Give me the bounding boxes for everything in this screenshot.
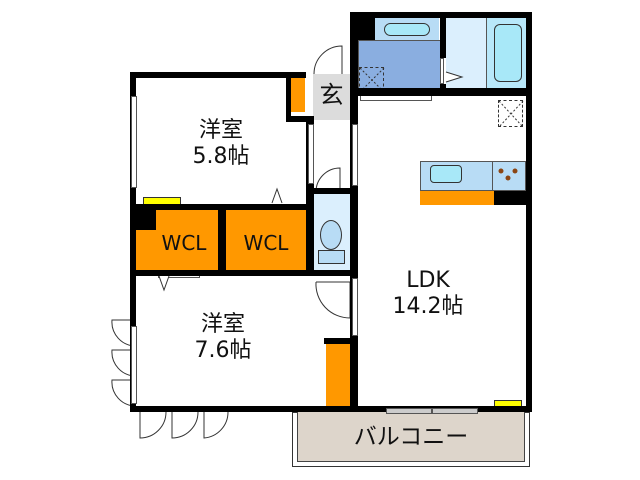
wall	[440, 12, 446, 58]
wall	[286, 116, 314, 122]
room-size: 5.8帖	[192, 144, 250, 169]
wall	[286, 72, 306, 78]
toilet-tank-icon	[318, 250, 345, 264]
room2-window-doors-icon[interactable]	[139, 410, 240, 442]
fridge-space-icon	[498, 100, 524, 128]
room1-door-swing-icon	[271, 187, 283, 204]
bathroom-door-swing-icon	[445, 71, 464, 83]
wall	[324, 338, 350, 344]
wall	[350, 88, 532, 96]
ldk-sliding-window[interactable]	[386, 408, 432, 414]
wall	[130, 72, 136, 412]
wall	[494, 191, 526, 205]
room2-door-swing-icon	[158, 275, 170, 292]
kitchen-sink-icon	[430, 165, 462, 183]
wcl-1-label: WCL	[161, 231, 207, 255]
western-room-2: 洋室 7.6帖	[136, 276, 350, 408]
wall	[306, 188, 358, 194]
western-room-1: 洋室 5.8帖	[136, 78, 306, 206]
room2-hall-door-swing-icon[interactable]	[315, 280, 352, 320]
wall	[130, 406, 532, 412]
closet	[326, 342, 350, 408]
balcony-label: バルコニー	[353, 424, 469, 450]
window	[131, 96, 137, 188]
wall	[350, 96, 358, 412]
balcony: バルコニー	[297, 412, 525, 462]
wall	[526, 12, 532, 412]
window	[308, 124, 314, 184]
window	[352, 278, 358, 336]
wall	[136, 210, 156, 230]
room-name: 洋室	[200, 312, 245, 337]
bathtub-icon	[494, 24, 522, 82]
bathroom-door[interactable]	[440, 58, 444, 84]
wall	[350, 12, 358, 102]
ldk: LDK 14.2帖	[358, 96, 526, 408]
room-size: 7.6帖	[194, 338, 252, 363]
window	[131, 326, 137, 404]
wall	[306, 116, 314, 276]
room-size: 14.2帖	[392, 294, 464, 319]
kitchen-storage	[420, 191, 494, 205]
shoe-cabinet	[291, 78, 305, 112]
room-name: 洋室	[198, 118, 243, 143]
room-name: LDK	[406, 268, 450, 293]
washroom	[358, 40, 442, 96]
ldk-sliding-window[interactable]	[432, 408, 478, 414]
entrance-door-swing-icon[interactable]	[312, 42, 352, 76]
wall	[358, 18, 375, 40]
toilet-door-swing-icon[interactable]	[314, 166, 350, 193]
wall	[218, 204, 226, 272]
window	[352, 124, 358, 186]
entrance: 玄	[313, 74, 350, 120]
wall	[286, 72, 291, 122]
wash-basin-icon	[384, 23, 430, 36]
toilet-bowl-icon	[320, 220, 342, 250]
stove-icon	[492, 161, 526, 191]
wall	[130, 72, 306, 78]
wcl-2-label: WCL	[243, 231, 289, 255]
entrance-label: 玄	[319, 81, 344, 109]
wcl-2: WCL	[226, 210, 306, 270]
wall	[130, 270, 358, 276]
